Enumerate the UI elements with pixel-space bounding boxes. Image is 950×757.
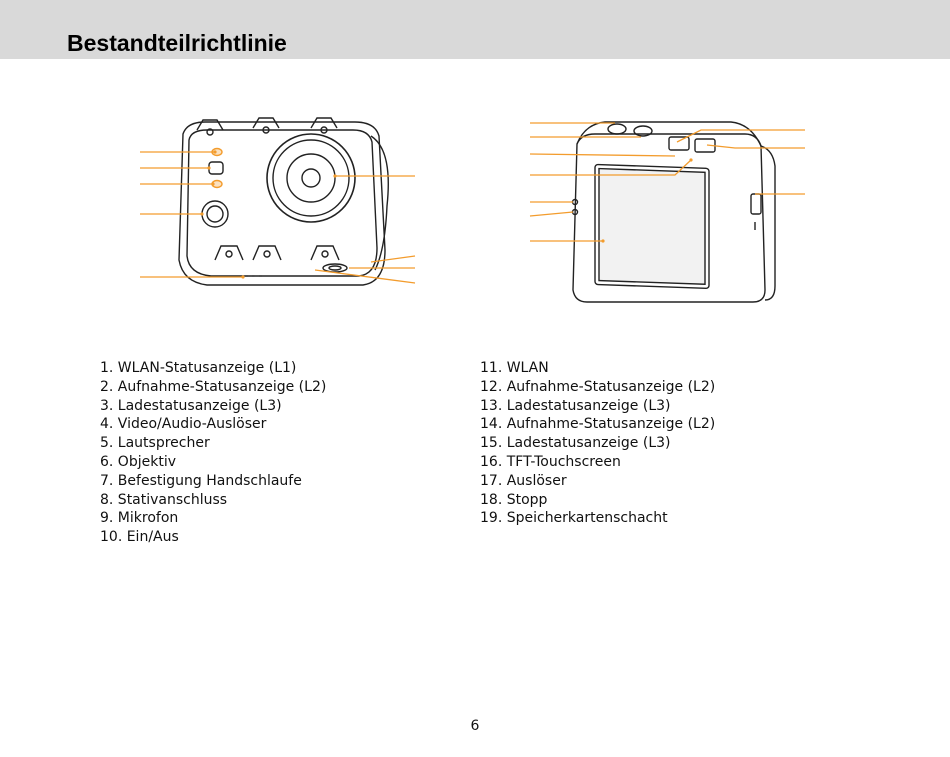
list-item: 13. Ladestatusanzeige (L3) (480, 397, 671, 414)
list-item: 17. Auslöser (480, 472, 567, 489)
page-number: 6 (470, 718, 480, 734)
list-item: 11. WLAN (480, 360, 549, 376)
list-item: 8. Stativanschluss (100, 491, 228, 508)
camera-back-diagram (529, 121, 805, 303)
list-item: 14. Aufnahme-Statusanzeige (L2) (480, 416, 716, 433)
right-parts-list: 11. WLAN 12. Aufnahme-Statusanzeige (L2)… (480, 359, 715, 528)
list-item: 2. Aufnahme-Statusanzeige (L2) (100, 378, 327, 395)
list-item: 5. Lautsprecher (100, 435, 210, 452)
list-item: 6. Objektiv (100, 453, 176, 470)
list-item: 7. Befestigung Handschlaufe (100, 472, 302, 489)
list-item: 4. Video/Audio-Auslöser (100, 416, 267, 433)
page-title: Bestandteilrichtlinie (67, 30, 287, 56)
camera-front-diagram (140, 117, 416, 286)
list-item: 1. WLAN-Statusanzeige (L1) (100, 360, 297, 376)
left-parts-list: 1. WLAN-Statusanzeige (L1) 2. Aufnahme-S… (100, 359, 326, 547)
list-item: 9. Mikrofon (100, 510, 179, 527)
list-item: 16. TFT-Touchscreen (480, 453, 621, 470)
list-item: 18. Stopp (480, 491, 548, 508)
page-header-band (0, 0, 950, 59)
list-item: 19. Speicherkartenschacht (480, 510, 668, 527)
list-item: 12. Aufnahme-Statusanzeige (L2) (480, 378, 716, 395)
list-item: 15. Ladestatusanzeige (L3) (480, 435, 671, 452)
list-item: 10. Ein/Aus (100, 529, 179, 546)
list-item: 3. Ladestatusanzeige (L3) (100, 397, 282, 414)
